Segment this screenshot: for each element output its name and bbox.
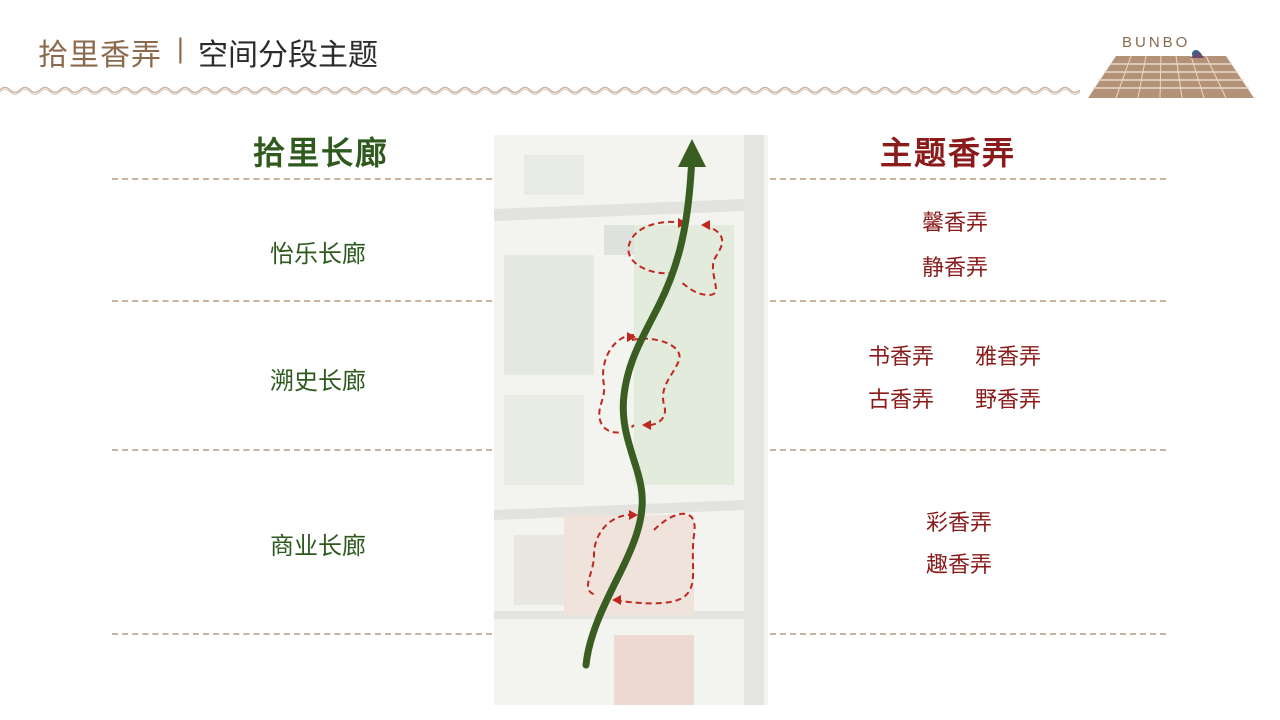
route-arrowhead-icon xyxy=(678,139,706,167)
page-subtitle: 空间分段主题 xyxy=(198,38,378,73)
section-divider xyxy=(112,300,492,302)
brand-logo-text: BUNBO xyxy=(1122,34,1191,51)
roof-tile-logo-icon xyxy=(1088,50,1254,99)
alley-label: 馨香弄 xyxy=(922,211,989,236)
page-title: 拾里香弄 xyxy=(38,38,162,73)
corridor-label: 怡乐长廊 xyxy=(270,240,366,268)
theme-column-heading: 主题香弄 xyxy=(880,134,1017,172)
section-divider xyxy=(770,178,1166,180)
alley-label: 野香弄 xyxy=(975,388,1042,413)
alley-label: 雅香弄 xyxy=(975,345,1042,370)
section-divider xyxy=(112,633,492,635)
main-corridor-route xyxy=(582,151,696,669)
alley-label: 古香弄 xyxy=(868,388,935,413)
section-divider xyxy=(112,178,492,180)
corridor-label: 商业长廊 xyxy=(270,532,366,560)
alley-loops xyxy=(586,220,724,605)
title-separator: | xyxy=(176,34,185,64)
wave-divider xyxy=(0,86,1080,95)
corridor-label: 溯史长廊 xyxy=(270,367,366,395)
site-plan-map xyxy=(494,135,768,705)
section-divider xyxy=(770,449,1166,451)
section-divider xyxy=(770,633,1166,635)
section-divider xyxy=(770,300,1166,302)
alley-label: 静香弄 xyxy=(922,256,989,281)
alley-label: 趣香弄 xyxy=(926,553,993,578)
alley-label: 彩香弄 xyxy=(926,511,993,536)
alley-label: 书香弄 xyxy=(868,345,935,370)
corridor-column-heading: 拾里长廊 xyxy=(253,134,390,172)
section-divider xyxy=(112,449,492,451)
